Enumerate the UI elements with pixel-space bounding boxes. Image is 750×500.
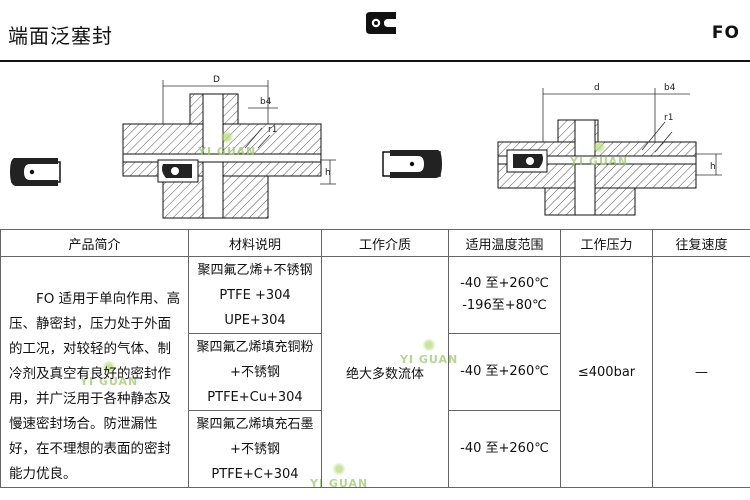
temperature-cell: -40 至+260℃ -196至+80℃: [448, 256, 561, 334]
dim-D-label: D: [213, 75, 220, 85]
page-header: 端面泛塞封 FO: [0, 0, 750, 62]
table-row: 聚四氟乙烯填充石墨 +不锈钢 PTFE+C+304 -40 至+260℃: [1, 410, 750, 488]
header-cell: 适用温度范围: [448, 229, 561, 257]
dim-b4-label-right: b4: [664, 83, 676, 93]
dim-r1-label-right: r1: [664, 113, 673, 123]
dim-b4-label: b4: [260, 97, 272, 107]
temperature-cell: -40 至+260℃: [448, 333, 561, 411]
cross-section-left-drawing: D b4 r1 h: [122, 75, 336, 219]
watermark: YI GUAN: [570, 140, 628, 168]
header-cell: 产品简介: [0, 229, 189, 257]
seal-profile-right-icon: [382, 150, 442, 178]
table-header-row: 产品简介 材料说明 工作介质 适用温度范围 工作压力 往复速度: [0, 229, 750, 257]
material-name: 聚四氟乙烯+不锈钢: [197, 262, 313, 278]
header-cell: 工作介质: [321, 229, 449, 257]
temperature-cell: -40 至+260℃: [448, 410, 561, 488]
material-code: PTFE+C+304: [211, 466, 299, 482]
dim-r1-label: r1: [268, 125, 277, 135]
dim-d-label: d: [594, 83, 600, 93]
table-row: 聚四氟乙烯填充铜粉 +不锈钢 PTFE+Cu+304 -40 至+260℃: [1, 333, 750, 411]
table-row: FO 适用于单向作用、高压、静密封，压力处于外面的工况，对较轻的气体、制冷剂及真…: [0, 256, 750, 488]
dim-h-label-right: h: [710, 162, 716, 172]
material-extra: +不锈钢: [230, 364, 280, 380]
cross-section-right-drawing: d b4 r1 h: [497, 83, 722, 216]
reciprocating-speed: —: [652, 256, 750, 488]
header-cell: 材料说明: [188, 229, 322, 257]
temperature-value: -40 至+260℃: [460, 441, 549, 456]
header-divider: [0, 60, 750, 62]
header-cell: 往复速度: [652, 229, 750, 257]
temperature-value: -40 至+260℃: [460, 364, 549, 379]
material-code: PTFE +304: [219, 287, 291, 303]
temperature-value: -40 至+260℃: [460, 276, 549, 291]
dim-h-label: h: [325, 168, 331, 178]
material-cell: 聚四氟乙烯填充石墨 +不锈钢 PTFE+C+304: [188, 410, 322, 488]
temperature-value: -196至+80℃: [462, 298, 547, 313]
material-extra: +不锈钢: [230, 441, 280, 457]
technical-drawings: D b4 r1 h: [0, 64, 750, 226]
material-cell: 聚四氟乙烯填充铜粉 +不锈钢 PTFE+Cu+304: [188, 333, 322, 411]
profile-code: FO: [711, 23, 740, 43]
material-code: PTFE+Cu+304: [207, 389, 303, 405]
header-cell: 工作压力: [560, 229, 653, 257]
material-code: UPE+304: [224, 312, 286, 328]
material-name: 聚四氟乙烯填充石墨: [196, 416, 314, 432]
working-medium: 绝大多数流体: [321, 256, 449, 488]
working-pressure: ≤400bar: [560, 256, 653, 488]
spec-table: 产品简介 材料说明 工作介质 适用温度范围 工作压力 往复速度 FO 适用于单向…: [0, 229, 750, 497]
material-name: 聚四氟乙烯填充铜粉: [196, 339, 314, 355]
product-description: FO 适用于单向作用、高压、静密封，压力处于外面的工况，对较轻的气体、制冷剂及真…: [0, 256, 189, 488]
material-cell: 聚四氟乙烯+不锈钢 PTFE +304 UPE+304: [188, 256, 322, 334]
seal-profile-left-icon: [10, 158, 61, 186]
watermark: YI GUAN: [198, 130, 256, 158]
page-title: 端面泛塞封: [8, 24, 113, 48]
seal-profile-logo-icon: [362, 10, 402, 48]
